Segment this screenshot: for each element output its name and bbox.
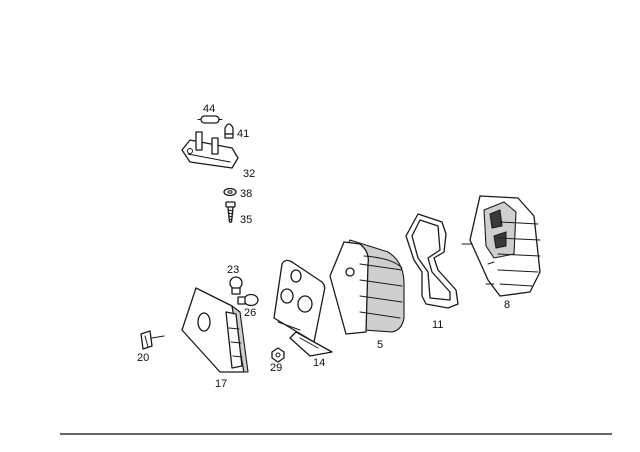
label-29: 29 xyxy=(270,362,282,374)
nut-29-hole xyxy=(275,352,281,358)
part-32-bulb-holder[interactable] xyxy=(181,131,239,169)
part-29-nut[interactable] xyxy=(271,347,285,363)
carrier-17-teeth xyxy=(228,327,243,358)
part-35-screw[interactable] xyxy=(225,201,236,223)
bulb-26-glass xyxy=(243,293,259,307)
lens-5-face xyxy=(329,241,369,335)
part-17-lamp-carrier[interactable] xyxy=(181,287,249,373)
label-38: 38 xyxy=(240,188,252,200)
bulb-23-base xyxy=(231,287,241,295)
label-23: 23 xyxy=(227,264,239,276)
housing-8-ribs xyxy=(497,221,541,287)
gasket-11-inner xyxy=(411,219,451,301)
label-35: 35 xyxy=(240,214,252,226)
label-44: 44 xyxy=(203,103,215,115)
label-11: 11 xyxy=(432,319,443,331)
washer-38-outer xyxy=(223,187,237,197)
housing-8-socket-a xyxy=(489,209,503,229)
label-8: 8 xyxy=(504,299,510,311)
label-14: 14 xyxy=(313,357,325,369)
carrier-14-socket-b xyxy=(280,288,294,304)
carrier-14-socket-c xyxy=(297,295,313,313)
bulb-26-base xyxy=(237,296,246,305)
holder-32-contact-b xyxy=(211,137,219,155)
label-32: 32 xyxy=(243,168,255,180)
part-41-wedge-bulb[interactable] xyxy=(224,123,234,139)
part-20-clip[interactable] xyxy=(140,330,165,350)
part-14-bulb-carrier[interactable] xyxy=(273,259,333,357)
screw-35-thread xyxy=(227,209,234,221)
clip-20-pin xyxy=(151,335,165,339)
bulb-44-glass xyxy=(200,115,220,124)
part-26-bulb[interactable] xyxy=(237,293,259,307)
clip-20-detail xyxy=(144,335,149,348)
label-17: 17 xyxy=(215,378,227,390)
part-23-bulb[interactable] xyxy=(229,276,243,295)
bulb-23-glass xyxy=(229,276,243,290)
part-5-lamp-lens[interactable] xyxy=(329,239,405,335)
bulb-41-glass xyxy=(224,123,234,135)
part-8-tail-lamp-housing[interactable] xyxy=(461,195,541,297)
lens-5-hole xyxy=(345,267,355,277)
label-5: 5 xyxy=(377,339,383,351)
nut-29-body xyxy=(271,347,285,363)
lens-5-top-edge xyxy=(363,255,403,269)
label-26: 26 xyxy=(244,307,256,319)
holder-32-hole xyxy=(187,148,193,154)
carrier-14-socket-a xyxy=(290,269,302,283)
part-38-washer[interactable] xyxy=(223,187,237,197)
holder-32-edge xyxy=(187,153,231,163)
carrier-14-foot-edge xyxy=(299,337,319,349)
label-20: 20 xyxy=(137,352,149,364)
screw-35-head xyxy=(225,201,236,208)
bulb-41-base xyxy=(224,133,234,139)
part-44-festoon-bulb[interactable] xyxy=(197,115,223,124)
carrier-14-edge xyxy=(277,321,301,331)
label-41: 41 xyxy=(237,128,249,140)
carrier-17-rib xyxy=(225,311,243,369)
carrier-17-hole xyxy=(197,312,211,332)
part-11-gasket[interactable] xyxy=(405,213,459,309)
washer-38-inner xyxy=(227,190,233,194)
holder-32-contact-a xyxy=(195,131,203,151)
housing-8-socket-b xyxy=(493,231,507,249)
housing-8-studs xyxy=(461,243,495,285)
lens-5-ribs xyxy=(359,263,403,319)
